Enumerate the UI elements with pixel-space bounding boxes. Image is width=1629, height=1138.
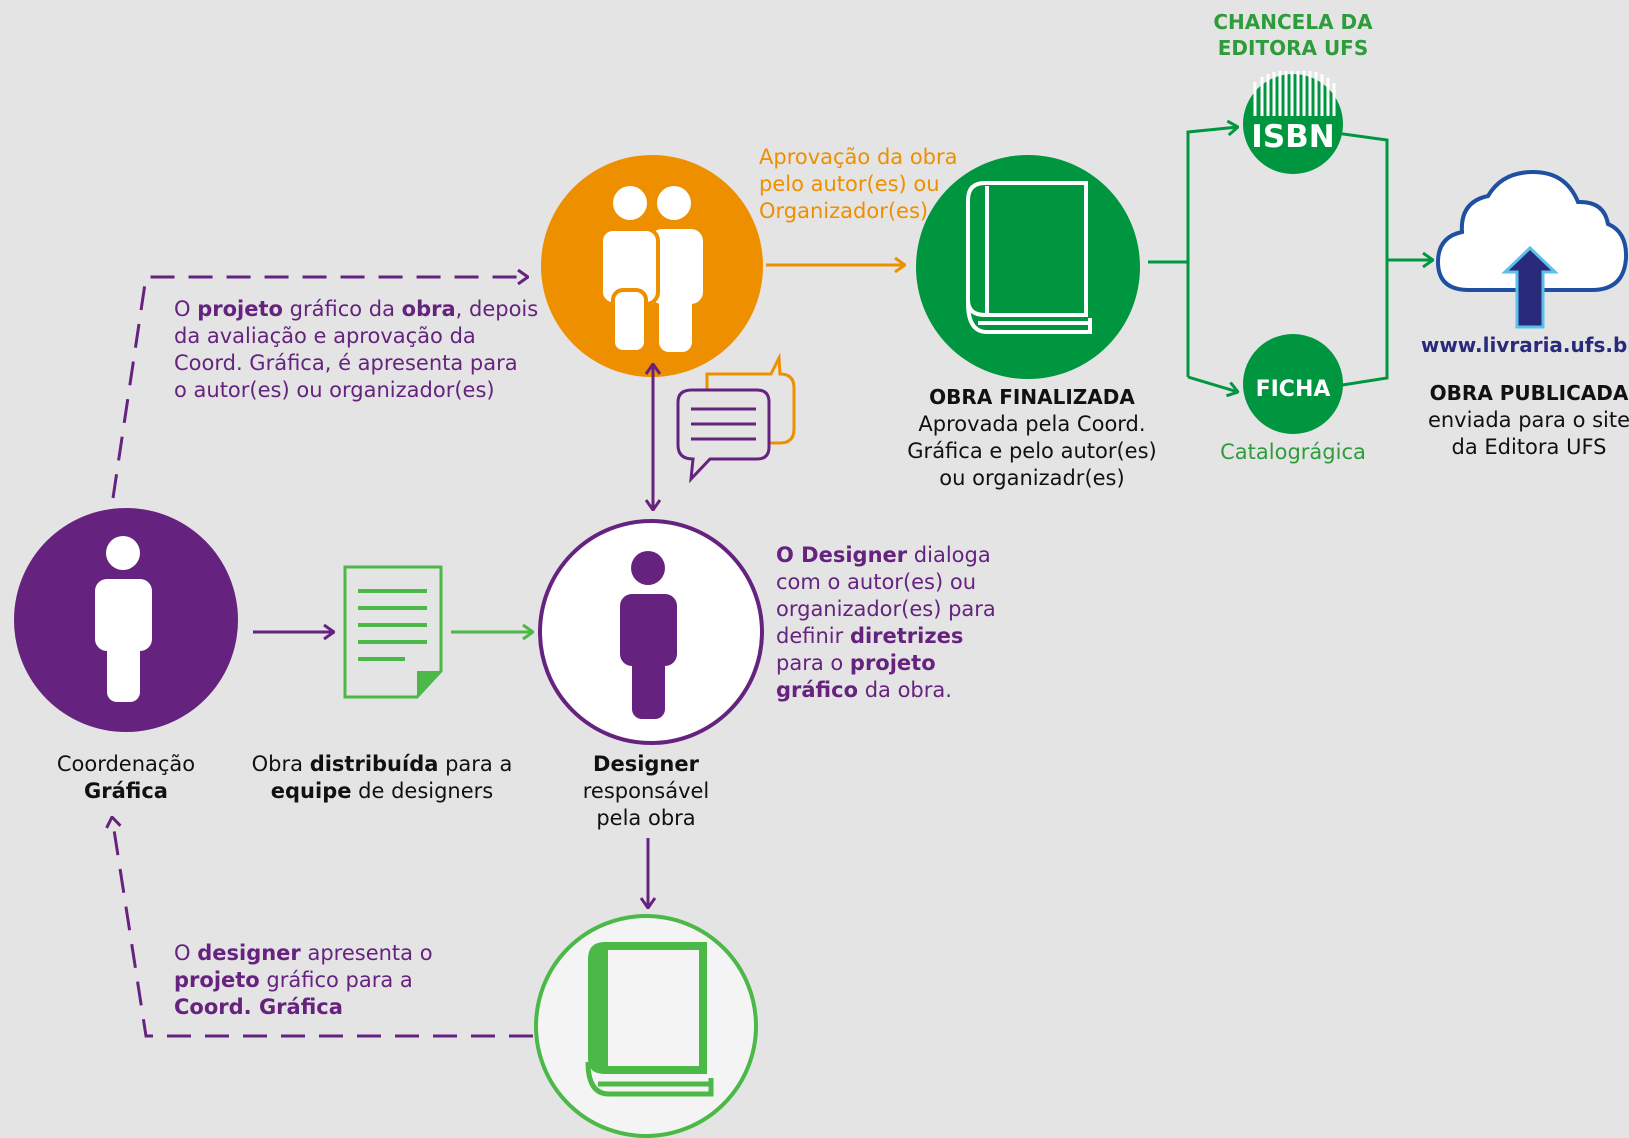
site-title: OBRA PUBLICADA: [1429, 381, 1629, 405]
branch-connector: [1148, 127, 1433, 392]
dashed-arrow-to-authors: [111, 277, 528, 499]
designer-dialog-text: O Designer dialoga com o autor(es) ou or…: [776, 543, 996, 702]
designer-node: [538, 519, 764, 745]
person-icon: [620, 551, 677, 719]
book-icon: [966, 181, 1092, 334]
person-icon: [95, 536, 152, 702]
isbn-label: ISBN: [1251, 119, 1335, 155]
finished-work-text: OBRA FINALIZADA Aprovada pela Coord.Gráf…: [907, 385, 1157, 490]
barcode-icon: [1253, 71, 1336, 116]
ficha-node: [1243, 334, 1343, 434]
designer-label: Designer responsável pela obra: [582, 752, 710, 830]
site-url: www.livraria.ufs.br: [1420, 333, 1629, 357]
project-presented-text: O projeto gráfico da obra, depois da ava…: [174, 297, 539, 402]
distributed-label: Obra distribuída para a equipe de design…: [251, 752, 513, 803]
coordination-node: [14, 508, 238, 732]
book-icon: [585, 942, 714, 1097]
authors-node: [541, 155, 763, 377]
chat-icon: [676, 352, 796, 484]
isbn-node: [1243, 71, 1343, 174]
ficha-caption: Catalográgica: [1220, 440, 1366, 464]
project-book-node: [534, 914, 758, 1138]
document-icon: [343, 565, 443, 699]
finished-work-node: [916, 155, 1140, 379]
dashed-arrow-to-coordination: [112, 817, 533, 1038]
cloud-upload-icon: [1435, 169, 1629, 329]
people-icon: [599, 186, 703, 354]
site-block: www.livraria.ufs.br OBRA PUBLICADA envia…: [1414, 332, 1629, 461]
designer-presents-text: O designer apresenta o projeto gráfico p…: [174, 941, 433, 1019]
ficha-label: FICHA: [1255, 377, 1331, 402]
